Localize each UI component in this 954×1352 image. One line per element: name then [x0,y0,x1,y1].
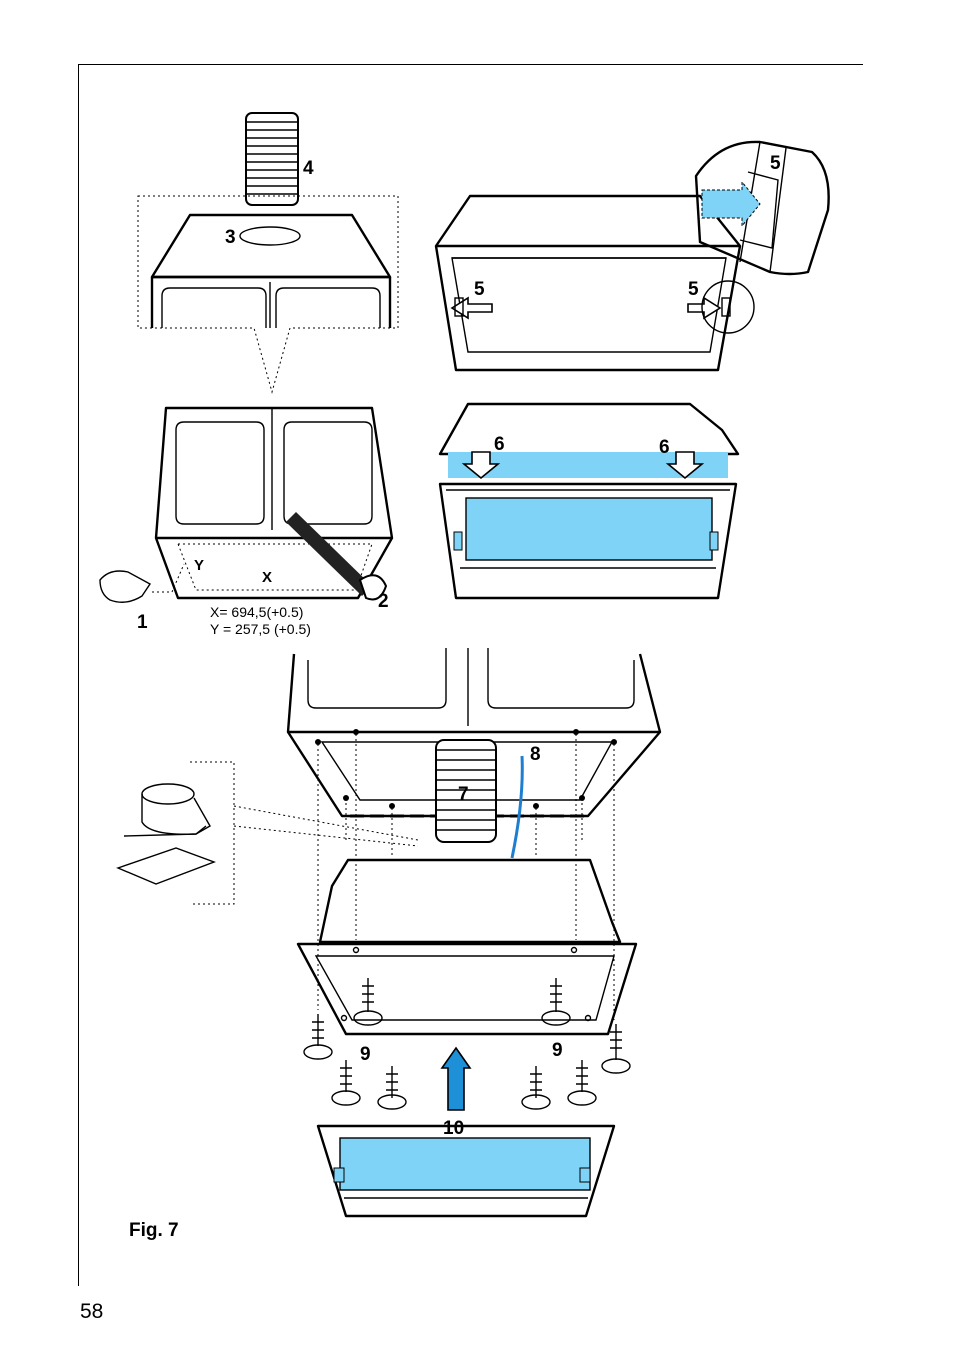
label-x: X [262,569,272,586]
callout-7: 7 [458,784,469,805]
callout-5-left: 5 [474,279,485,300]
callout-5-right: 5 [688,279,699,300]
figure-caption: Fig. 7 [129,1220,179,1241]
cabinet-cutting-view [99,406,394,603]
frame-left-rule [78,64,79,1286]
callout-9-left: 9 [360,1044,371,1065]
dimension-y: Y = 257,5 (+0.5) [210,621,311,637]
callout-8: 8 [530,744,541,765]
callout-9-right: 9 [552,1040,563,1061]
callout-1: 1 [137,612,148,633]
callout-6-left: 6 [494,434,505,455]
callout-10: 10 [443,1118,464,1139]
label-y: Y [194,557,204,574]
hood-clips-view [434,140,830,372]
hood-filter-view [438,402,740,600]
callout-3: 3 [225,227,236,248]
callout-4: 4 [303,158,314,179]
callout-6-right: 6 [659,437,670,458]
callout-5-detail: 5 [770,153,781,174]
frame-top-rule [78,64,863,65]
page-number: 58 [80,1300,104,1323]
exploded-assembly [116,648,662,1218]
callout-2: 2 [378,591,389,612]
dimension-x: X= 694,5(+0.5) [210,604,303,620]
cabinet-with-duct [137,112,399,394]
